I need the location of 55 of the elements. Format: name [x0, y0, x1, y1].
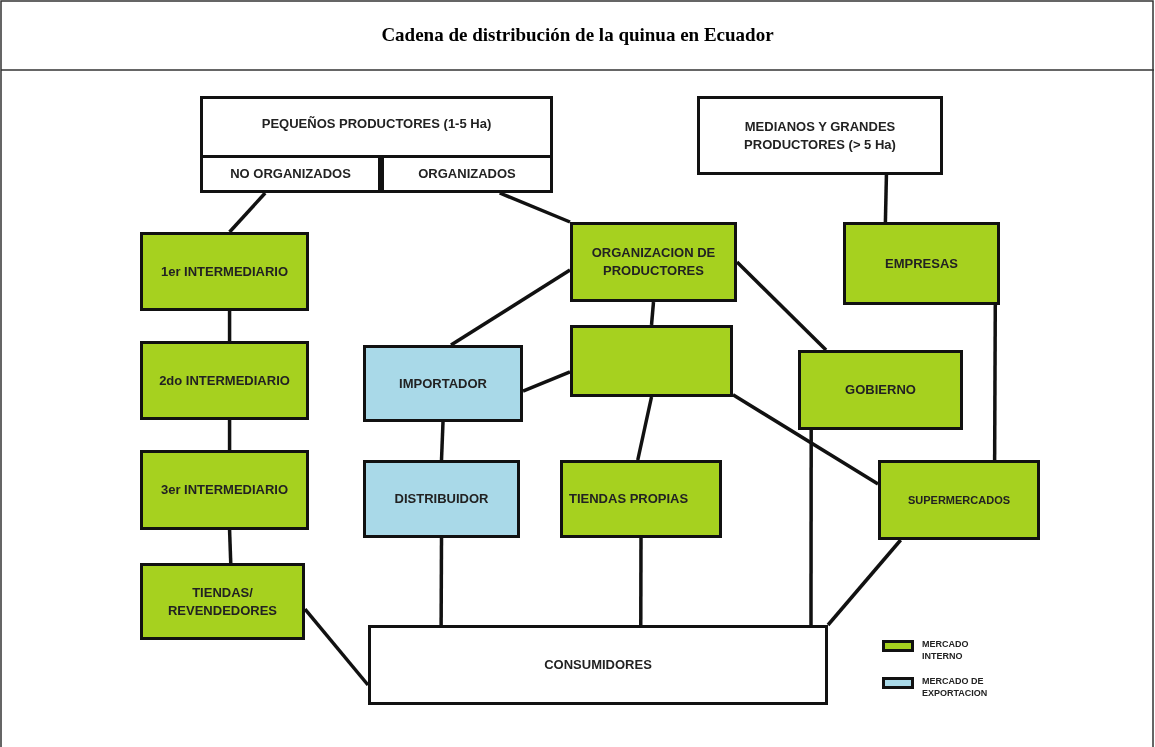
box	[200, 96, 553, 193]
box-label: ORGANIZACION DE PRODUCTORES	[590, 244, 717, 280]
box	[560, 460, 722, 538]
box	[878, 460, 1040, 540]
box	[798, 350, 963, 430]
connector-line	[809, 430, 813, 625]
box	[363, 345, 523, 422]
connector-line	[439, 421, 445, 461]
box-shape	[570, 325, 733, 397]
box-label: DISTRIBUIDOR	[393, 490, 490, 509]
connector-line	[883, 174, 889, 223]
legend-label: MERCADO INTERNO	[922, 639, 970, 663]
box-label: SUPERMERCADOS	[906, 492, 1012, 508]
connector-line	[522, 370, 571, 393]
connector-line	[735, 260, 828, 352]
connector-line	[439, 538, 444, 625]
legend-label: MERCADO DE EXPORTACION	[922, 676, 989, 700]
connector-line	[227, 311, 232, 341]
box-label: ORGANIZADOS	[417, 165, 517, 184]
box-label: PEQUEÑOS PRODUCTORES (1-5 Ha)	[260, 115, 493, 133]
box	[140, 232, 309, 311]
box-label: TIENDAS/ REVENDEDORES	[166, 583, 279, 620]
box-label: NO ORGANIZADOS	[229, 165, 352, 184]
box-label: 3er INTERMEDIARIO	[159, 481, 290, 500]
diagram-title: Cadena de distribución de la quinua en Ecuador	[381, 24, 774, 46]
box-label: EMPRESAS	[884, 254, 959, 273]
box	[140, 450, 309, 530]
box	[368, 625, 828, 705]
connector-line	[649, 301, 656, 326]
box-label: GOBIERNO	[844, 381, 917, 400]
connector-line	[303, 608, 370, 687]
box	[697, 96, 943, 175]
box-label: MEDIANOS Y GRANDES PRODUCTORES (> 5 Ha)	[743, 117, 897, 154]
connector-line	[228, 191, 267, 234]
connector-line	[639, 538, 643, 625]
box-label: 2do INTERMEDIARIO	[158, 371, 291, 390]
box	[140, 563, 305, 640]
connector-line	[992, 305, 998, 460]
box	[381, 155, 553, 193]
connector-line	[450, 268, 571, 347]
box	[200, 155, 381, 193]
box	[570, 222, 737, 302]
connector-line	[227, 529, 233, 564]
connector-line	[732, 393, 879, 486]
connector-line	[227, 420, 232, 450]
box-label: TIENDAS PROPIAS	[568, 490, 690, 509]
box	[363, 460, 520, 538]
box	[140, 341, 309, 420]
connector-line	[499, 191, 571, 224]
box-label: 1er INTERMEDIARIO	[159, 262, 290, 281]
connector-line	[636, 396, 654, 461]
box-label: IMPORTADOR	[398, 374, 488, 393]
box	[843, 222, 1000, 305]
box-label: CONSUMIDORES	[543, 656, 653, 675]
connector-line	[826, 538, 902, 627]
